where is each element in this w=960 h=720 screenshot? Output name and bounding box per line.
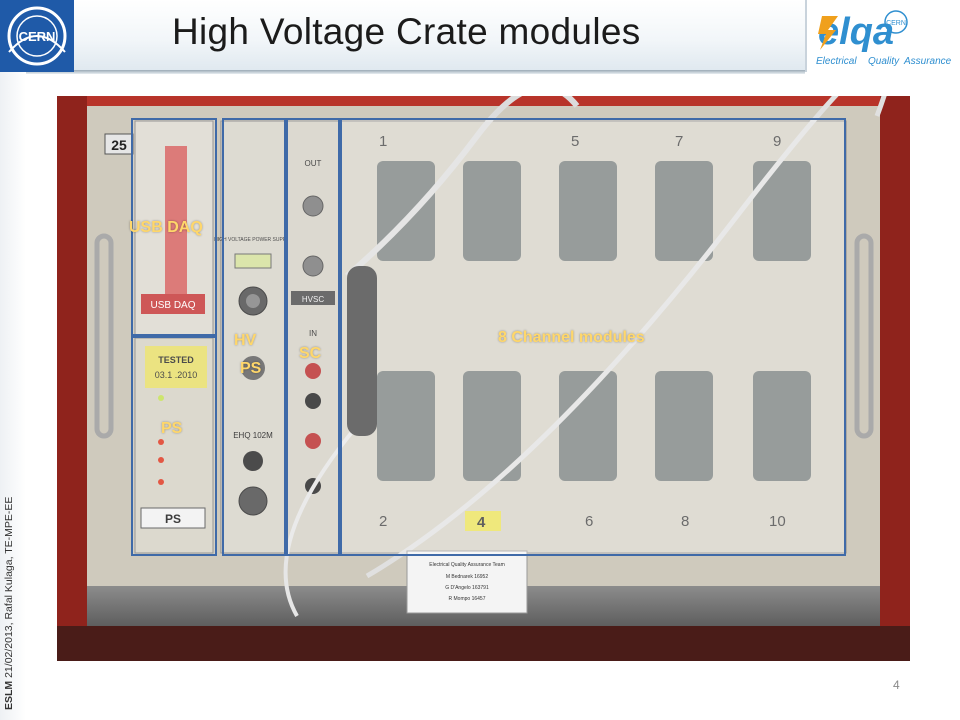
usb-daq-plate: USB DAQ (150, 300, 195, 311)
cern-logo-icon: CERN (0, 0, 74, 72)
cern-logo-text: CERN (19, 29, 56, 44)
hv-supply-label: HIGH VOLTAGE POWER SUPPLY (214, 237, 292, 243)
sticker-line-3: G D'Angelo 163791 (445, 585, 489, 591)
crate-number: 25 (111, 137, 127, 153)
sticker-line-2: M Bednarek 16952 (446, 574, 488, 580)
tested-date: 03.1 .2010 (155, 370, 198, 380)
sc-label: SC (299, 345, 322, 362)
ps-label: PS (161, 420, 183, 437)
lightning-icon (818, 16, 838, 50)
slot-top-2: 5 (571, 133, 579, 150)
elqa-logo-icon: elqa CERN Electrical Quality Assurance (808, 0, 960, 72)
slot-bottom-4: 8 (681, 513, 689, 530)
slot-top-3: 7 (675, 133, 683, 150)
channel-modules-region (340, 118, 846, 556)
tested-label: TESTED (158, 355, 194, 365)
slot-bottom-5: 10 (769, 513, 786, 530)
footer-details: 21/02/2013, Rafal Kulaga, TE-MPE-EE (3, 496, 15, 678)
channel-modules-label: 8 Channel modules (498, 329, 645, 346)
sticker-line-4: R Mompo 16457 (449, 596, 486, 602)
page-title: High Voltage Crate modules (172, 11, 641, 52)
usb-daq-label: USB DAQ (129, 219, 203, 236)
elqa-tagline-3: Assurance (903, 56, 952, 67)
slot-top-4: 9 (773, 133, 781, 150)
elqa-tagline-2: Quality (868, 56, 900, 67)
hv-ps-region (222, 118, 286, 556)
footer-event: ESLM (3, 680, 15, 710)
elqa-cern-text: CERN (886, 20, 906, 27)
out-label: OUT (305, 159, 322, 168)
footer-text: ESLM 21/02/2013, Rafal Kulaga, TE-MPE-EE (3, 430, 15, 710)
hv-ps-label: PS (240, 360, 262, 377)
ps-plate: PS (165, 512, 181, 526)
header-divider (805, 0, 807, 72)
slot-top-1: 1 (379, 133, 387, 150)
sc-region (286, 118, 340, 556)
ps-region (131, 336, 217, 556)
crate-illustration: 25 USB DAQ TESTED 03.1 .2010 PS HIGH VOL… (57, 96, 910, 661)
elqa-tagline-1: Electrical (816, 56, 857, 67)
header-shadow (0, 70, 805, 74)
hv-label: HV (234, 332, 257, 349)
page-number: 4 (893, 678, 900, 692)
usb-daq-region (131, 118, 217, 336)
slot-bottom-3: 6 (585, 513, 593, 530)
channel-connectors (377, 161, 811, 481)
header-bar (0, 0, 805, 72)
in-label: IN (309, 329, 317, 338)
ehq-label: EHQ 102M (233, 431, 273, 440)
slot-bottom-2: 4 (477, 514, 486, 531)
sticker-line-1: Electrical Quality Assurance Team (429, 562, 505, 568)
left-strip (0, 72, 26, 720)
slot-bottom-1: 2 (379, 513, 387, 530)
crate-photo: 25 USB DAQ TESTED 03.1 .2010 PS HIGH VOL… (57, 96, 910, 661)
hvsc-label: HVSC (302, 295, 324, 304)
